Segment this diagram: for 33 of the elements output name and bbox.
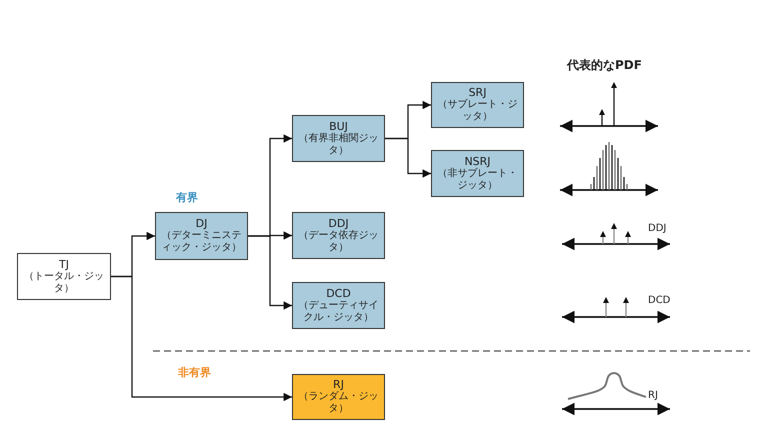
- plot-label: DCD: [648, 295, 670, 306]
- box-heading: RJ: [333, 379, 344, 391]
- connector-arrow: [248, 235, 292, 310]
- box-description: （データ依存ジッタ）: [298, 230, 380, 254]
- heading: 代表的なPDF: [567, 57, 642, 74]
- box-description: （非サブレート・ジッタ）: [436, 168, 518, 192]
- plot-label: RJ: [648, 390, 658, 401]
- box-description: （デターミニスティック・ジッタ）: [160, 230, 242, 254]
- connector-arrow: [111, 276, 292, 402]
- category-label: 有界: [176, 190, 198, 205]
- box-description: （サブレート・ジッタ）: [436, 99, 518, 123]
- jitter-box: [292, 374, 385, 420]
- box-heading: TJ: [59, 258, 69, 270]
- box-heading: BUJ: [329, 120, 348, 132]
- jitter-box: [292, 282, 385, 329]
- connector-arrow: [385, 138, 431, 178]
- jitter-box: [292, 212, 385, 259]
- box-description: （デューティサイクル・ジッタ）: [298, 300, 380, 324]
- box-description: （ランダム・ジッタ）: [298, 391, 380, 415]
- jitter-box: [155, 212, 248, 260]
- category-label: 非有界: [178, 365, 211, 380]
- box-heading: DJ: [196, 218, 208, 230]
- box-heading: DCD: [326, 288, 351, 300]
- box-heading: NSRJ: [464, 156, 491, 168]
- box-heading: SRJ: [468, 87, 486, 99]
- jitter-box: [431, 82, 524, 128]
- jitter-box: [292, 115, 385, 162]
- jitter-box: [17, 253, 111, 300]
- jitter-box: [431, 150, 524, 197]
- plot-label: DDJ: [648, 223, 666, 234]
- box-heading: DDJ: [328, 218, 349, 230]
- box-description: （有界非相関ジッタ）: [298, 132, 380, 156]
- box-description: （トータル・ジッタ）: [23, 270, 105, 294]
